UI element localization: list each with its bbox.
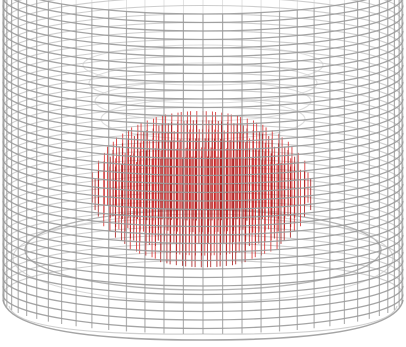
cage-front-rings xyxy=(2,0,404,341)
cage-base-ring xyxy=(2,299,404,341)
